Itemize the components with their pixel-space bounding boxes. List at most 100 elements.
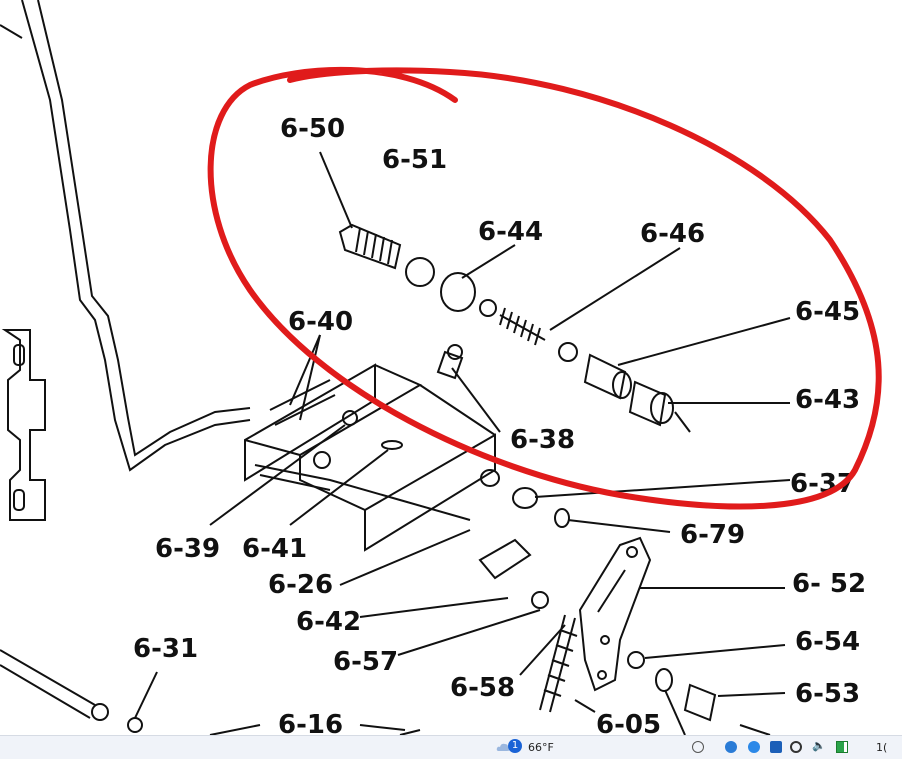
- leader-6-46: [549, 247, 681, 331]
- label-6-52: 6- 52: [792, 569, 866, 599]
- tray-app-icon-1[interactable]: [725, 741, 737, 753]
- rod-end: [91, 703, 109, 721]
- label-6-43: 6-43: [795, 385, 860, 415]
- plate-right: [364, 433, 496, 552]
- label-6-26: 6-26: [268, 570, 333, 600]
- washer-6-44: [440, 272, 476, 312]
- washer-6-53: [655, 668, 673, 692]
- lever-6-52: [578, 536, 652, 692]
- label-6-51: 6-51: [382, 145, 447, 175]
- pin-head: [447, 344, 463, 360]
- parts-diagram: 6-50 6-51 6-44 6-46 6-45 6-40 6-43 6-38 …: [0, 0, 882, 735]
- leader-6-79: [567, 519, 671, 533]
- volume-icon[interactable]: 🔈: [812, 739, 826, 752]
- leader-6-58: [519, 624, 566, 676]
- nut-6-54: [627, 651, 645, 669]
- bushing-a: [480, 469, 500, 487]
- lever-hole-3: [597, 670, 607, 680]
- rod-left: [21, 0, 251, 472]
- label-6-16: 6-16: [278, 710, 343, 735]
- leader-6-38: [451, 367, 501, 433]
- rod-left-inner: [37, 0, 251, 457]
- nut-6-41: [313, 451, 331, 469]
- leader-6-57: [397, 609, 541, 656]
- leader-6-45: [617, 317, 791, 366]
- ring-small: [558, 342, 578, 362]
- leader-6-44: [461, 244, 516, 279]
- wifi-icon[interactable]: [790, 741, 802, 753]
- highlight-ellipse: [207, 66, 882, 510]
- label-6-42: 6-42: [296, 607, 361, 637]
- lever-slot: [597, 569, 626, 613]
- label-6-39: 6-39: [155, 534, 220, 564]
- leader-6-37: [534, 479, 791, 498]
- leader-6-41: [289, 449, 389, 526]
- label-6-45: 6-45: [795, 297, 860, 327]
- temperature-text[interactable]: 66°F: [528, 741, 554, 754]
- leader-6-05: [574, 699, 596, 713]
- rod-6-31: [0, 649, 96, 719]
- bolt-6-53-threads: [739, 724, 771, 735]
- spring-6-46: [499, 307, 546, 346]
- weather-badge: 1: [508, 739, 522, 753]
- leader-6-50: [319, 151, 353, 229]
- cap-end: [650, 392, 674, 424]
- label-6-53: 6-53: [795, 679, 860, 709]
- label-6-40: 6-40: [288, 307, 353, 337]
- bar-top-left: [0, 24, 23, 39]
- windows-taskbar: 1 66°F 🔈 1(: [0, 735, 902, 759]
- left-bracket: [1, 329, 46, 521]
- battery-icon[interactable]: [836, 741, 848, 753]
- lower-rod: [664, 689, 686, 735]
- bushing-6-37: [512, 487, 538, 509]
- label-6-79: 6-79: [680, 520, 745, 550]
- tray-chevron-icon[interactable]: [692, 741, 704, 753]
- label-6-50: 6-50: [280, 114, 345, 144]
- bolt-6-57: [531, 591, 549, 609]
- label-6-57: 6-57: [333, 647, 398, 677]
- sleeve-6-45: [583, 353, 627, 400]
- label-6-38: 6-38: [510, 425, 575, 455]
- screw-threads: [355, 227, 393, 265]
- part-6-16-edge: [209, 724, 421, 735]
- spring-6-58: [539, 614, 578, 713]
- leader-6-39: [209, 424, 346, 526]
- label-6-05: 6-05: [596, 710, 661, 735]
- shaft-1: [269, 379, 336, 426]
- lever-hole-2: [600, 635, 610, 645]
- leader-6-26: [339, 529, 471, 586]
- label-6-58: 6-58: [450, 673, 515, 703]
- lever-hole-1: [626, 546, 638, 558]
- screw-6-50: [338, 223, 402, 270]
- leader-6-16: [359, 724, 406, 731]
- bolt-6-39: [342, 410, 358, 426]
- clock-text[interactable]: 1(: [876, 741, 888, 754]
- label-6-44: 6-44: [478, 217, 543, 247]
- cap-6-43: [628, 380, 667, 427]
- nut-6-51: [405, 257, 435, 287]
- sleeve-6-53: [683, 683, 717, 722]
- tray-app-icon-3[interactable]: [770, 741, 782, 753]
- axis-line: [674, 411, 691, 433]
- slot-plate: [381, 440, 403, 450]
- bracket-6-42: [478, 538, 532, 580]
- shaft-2: [254, 464, 471, 521]
- label-6-41: 6-41: [242, 534, 307, 564]
- leader-6-40b: [299, 334, 321, 421]
- leader-6-53: [717, 692, 786, 697]
- label-6-46: 6-46: [640, 219, 705, 249]
- tray-app-icon-2[interactable]: [748, 741, 760, 753]
- sleeve-end: [612, 371, 632, 399]
- washer-6-79: [554, 508, 570, 528]
- label-6-31: 6-31: [133, 634, 198, 664]
- label-6-54: 6-54: [795, 627, 860, 657]
- bracket-slot-1: [13, 344, 25, 366]
- plate-frame: [299, 384, 496, 511]
- rod-nut: [127, 717, 143, 733]
- weather-cloud-icon[interactable]: [496, 741, 512, 753]
- leader-6-31: [134, 671, 158, 719]
- leader-6-54: [644, 644, 786, 659]
- washer-small: [479, 299, 497, 317]
- leader-6-40a: [289, 334, 321, 406]
- leader-6-42: [359, 597, 509, 618]
